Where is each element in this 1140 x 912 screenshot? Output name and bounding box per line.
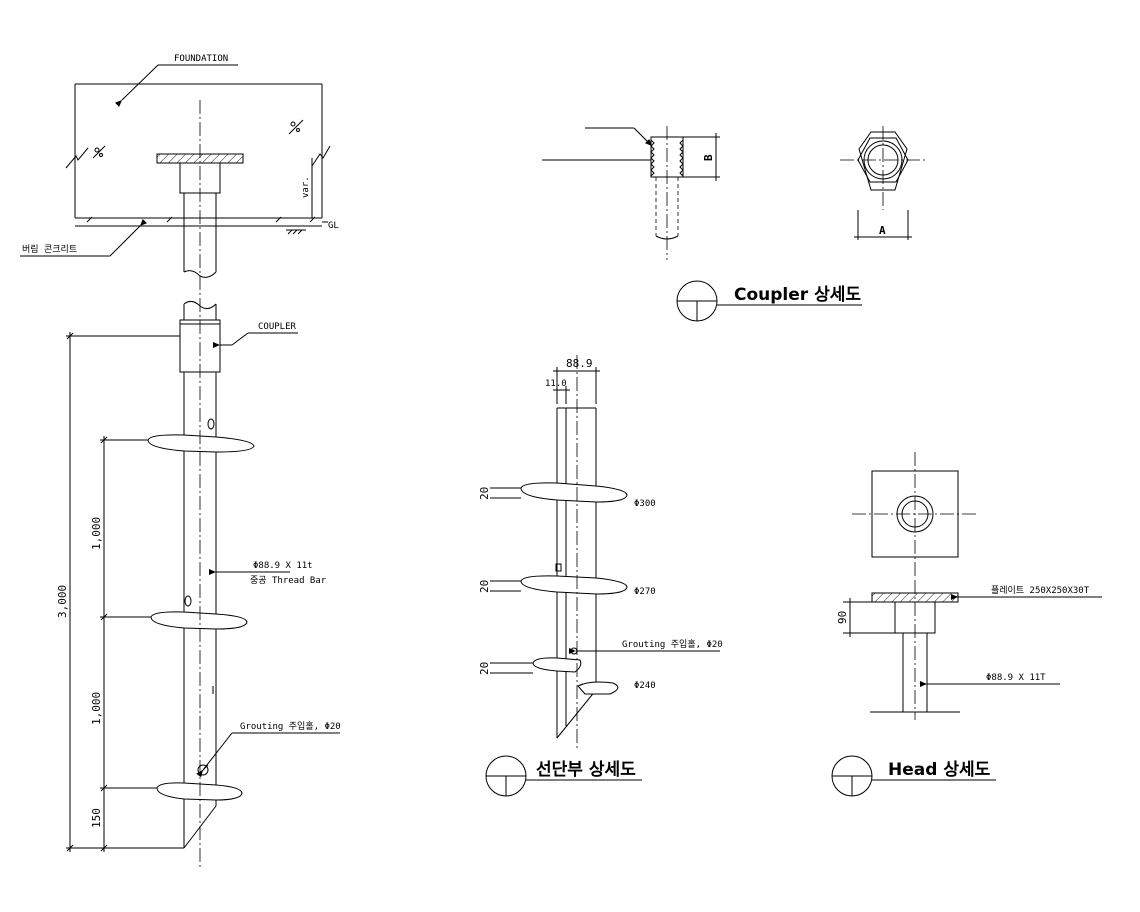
- tip-dia-3: Φ240: [634, 681, 656, 691]
- head-title-block: Head 상세도: [831, 755, 996, 797]
- dim-upper: 1,000: [90, 517, 103, 550]
- grouting-label-tip: Grouting 주입홀, Φ20: [622, 638, 723, 650]
- bar-label-1: Φ88.9 X 11t: [253, 561, 313, 571]
- helix-plates: [147, 434, 255, 801]
- tip-pitch-2: 20: [478, 580, 491, 593]
- head-detail: 플레이트 250X250X30T Φ88.9 X 11T 90 Head 상세도: [831, 452, 1102, 797]
- tip-title-block: 선단부 상세도: [485, 755, 642, 797]
- dim-total: 3,000: [56, 585, 69, 618]
- tip-dia-2: Φ270: [634, 587, 656, 597]
- elevation-dimensions: 3,000 1,000 1,000 150: [56, 332, 184, 852]
- head-dim-height: 90: [836, 611, 849, 624]
- tip-pitch-3: 20: [478, 662, 491, 675]
- head-detail-title: Head 상세도: [888, 760, 991, 780]
- head-plate-label: 플레이트 250X250X30T: [991, 585, 1090, 596]
- coupler-detail: B A Coupler 상세도: [542, 126, 928, 322]
- concrete-aggregate: [86, 119, 316, 223]
- var-dimension: var.: [301, 176, 311, 198]
- dim-tip: 150: [90, 808, 103, 828]
- ground-symbol: [286, 229, 306, 235]
- tip-dim-outer: 88.9: [566, 357, 593, 370]
- bar-label-2: 중공 Thread Bar: [250, 575, 327, 586]
- tip-pitch-1: 20: [478, 487, 491, 500]
- head-bar-label: Φ88.9 X 11T: [986, 673, 1046, 683]
- dim-lower: 1,000: [90, 692, 103, 725]
- coupler-label: COUPLER: [258, 322, 297, 332]
- foundation-label: FOUNDATION: [174, 54, 228, 64]
- pile-elevation-view: FOUNDATION 버림 콘크리트 GL var.: [20, 54, 341, 870]
- coupler-dim-b: B: [702, 154, 715, 161]
- coupler-dim-a: A: [879, 224, 886, 237]
- grouting-label-left: Grouting 주입홀, Φ20: [240, 720, 341, 732]
- coupler-detail-title: Coupler 상세도: [734, 285, 861, 305]
- lean-concrete-label: 버림 콘크리트: [22, 243, 77, 255]
- coupler-title-block: Coupler 상세도: [676, 280, 862, 322]
- tip-detail-title: 선단부 상세도: [536, 760, 636, 780]
- tip-dia-1: Φ300: [634, 499, 656, 509]
- foundation-block: FOUNDATION 버림 콘크리트 GL var.: [20, 54, 339, 257]
- gl-label: GL: [328, 221, 339, 231]
- tip-dim-wall: 11.0: [545, 379, 567, 389]
- tip-detail: 88.9 11.0 20 20 20 Φ300 Φ270 Φ240 Grouti…: [478, 355, 723, 797]
